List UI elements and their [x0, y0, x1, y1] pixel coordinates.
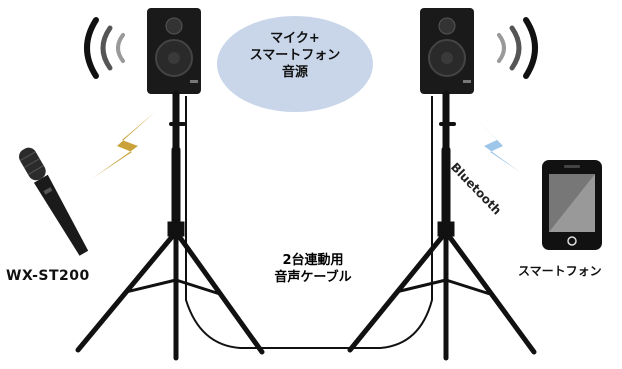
smartphone-icon — [542, 160, 602, 250]
stand-left — [75, 90, 265, 361]
cable-label-line-2: 音声ケーブル — [274, 270, 352, 285]
cable-label-line-1: 2台連動用 — [282, 253, 344, 268]
sound-waves-left-icon — [84, 17, 125, 79]
stand-right — [347, 90, 537, 361]
speaker-right — [420, 8, 474, 94]
bubble — [217, 16, 373, 112]
cable-label: 2台連動用 音声ケーブル — [258, 252, 368, 286]
mic-label: WX-ST200 — [6, 268, 90, 284]
bubble-line-3: 音源 — [281, 65, 308, 80]
sound-waves-right-icon — [497, 17, 538, 79]
audio-cable — [185, 96, 433, 349]
wireless-signal-icon — [93, 112, 155, 178]
bubble-label: マイク+ スマートフォン 音源 — [236, 30, 354, 81]
bubble-line-1: マイク+ — [270, 31, 320, 46]
phone-label: スマートフォン — [518, 264, 602, 278]
speaker-left — [147, 8, 201, 94]
bubble-line-2: スマートフォン — [249, 48, 341, 63]
bluetooth-signal-icon — [470, 112, 520, 172]
microphone-icon — [19, 147, 89, 256]
